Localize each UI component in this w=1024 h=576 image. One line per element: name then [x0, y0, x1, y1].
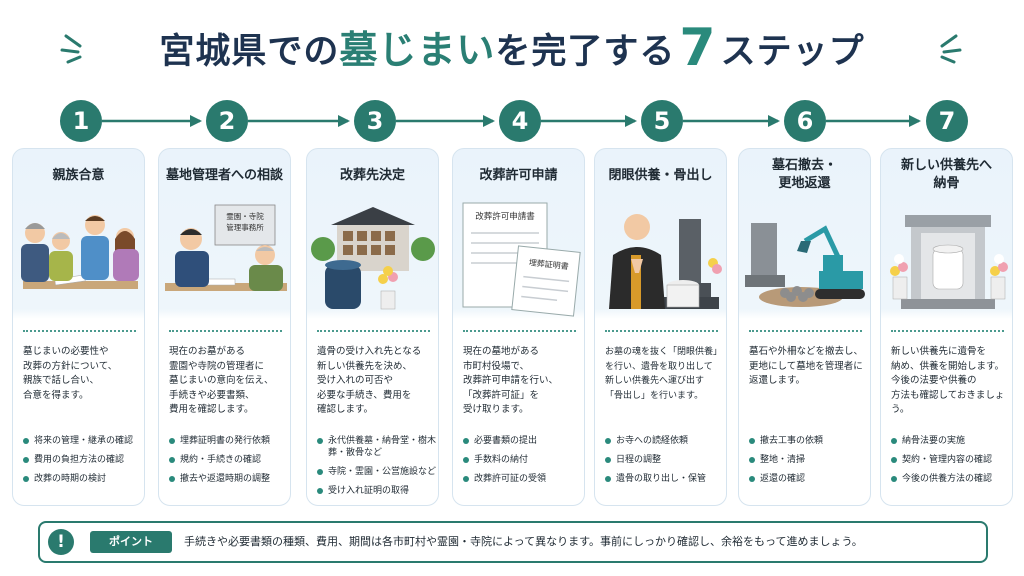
list-item: 今後の供養方法の確認 — [891, 473, 1012, 485]
list-item: 受け入れ証明の取得 — [317, 485, 438, 497]
steps-connector — [102, 115, 921, 127]
step-number-5: 5 — [641, 100, 683, 142]
card-description: 遺骨の受け入れ先となる 新しい供養先を決め、 受け入れの可否や 必要な手続き、費… — [317, 346, 422, 415]
new-grave-icon — [890, 215, 1008, 309]
office-sign-line-2: 管理事務所 — [226, 222, 264, 232]
step-number-4: 4 — [499, 100, 541, 142]
card-checklist: 撤去工事の依頼 整地・清掃 返還の確認 — [749, 435, 870, 492]
card-description: 墓じまいの必要性や 改葬の方針について、 親族で話し合い、 合意を得ます。 — [23, 346, 118, 401]
card-title: 改葬先決定 — [339, 168, 405, 183]
list-item: 日程の調整 — [605, 454, 726, 466]
step-number-7: 7 — [926, 100, 968, 142]
list-item: 改葬許可証の受領 — [463, 473, 584, 485]
step-card-6: 墓石撤去・ 更地返還 墓石や外柵などを撤去し、 更地にして墓地を管理者に 返還し… — [738, 148, 871, 506]
list-item: 返還の確認 — [749, 473, 870, 485]
family-discussion-icon — [21, 215, 139, 289]
card-title: 墓石撤去・ 更地返還 — [771, 158, 837, 191]
title-middle: を完了する — [495, 32, 676, 72]
step-card-2: 墓地管理者への相談 霊園・寺院 管理事務所 現在のお墓がある 霊園や寺院の管理者… — [158, 148, 291, 506]
list-item: 将来の管理・継承の確認 — [23, 435, 144, 447]
sparkle-left-icon — [60, 34, 82, 64]
point-note-box: ! ポイント 手続きや必要書類の種類、費用、期間は各市町村や霊園・寺院によって異… — [38, 521, 988, 563]
list-item: 規約・手続きの確認 — [169, 454, 290, 466]
card-separator — [169, 330, 282, 332]
card-separator — [891, 330, 1004, 332]
card-checklist: 納骨法要の実施 契約・管理内容の確認 今後の供養方法の確認 — [891, 435, 1012, 492]
step-number-3: 3 — [354, 100, 396, 142]
step-number-2: 2 — [206, 100, 248, 142]
card-checklist: 将来の管理・継承の確認 費用の負担方法の確認 改葬の時期の検討 — [23, 435, 144, 492]
doc-label-1: 改葬許可申請書 — [475, 211, 535, 222]
list-item: 整地・清掃 — [749, 454, 870, 466]
step-card-7: 新しい供養先へ 納骨 新しい供養先に遺骨を 納め、供養を開始します。 今後の法要… — [880, 148, 1013, 506]
card-separator — [749, 330, 862, 332]
list-item: 納骨法要の実施 — [891, 435, 1012, 447]
card-title: 新しい供養先へ 納骨 — [900, 158, 992, 191]
card-separator — [23, 330, 136, 332]
title-suffix: ステップ — [720, 32, 865, 72]
documents-icon: 改葬許可申請書 埋葬証明書 — [462, 202, 581, 317]
columbarium-icon — [311, 207, 435, 310]
exclamation-icon: ! — [48, 529, 74, 555]
card-separator — [317, 330, 430, 332]
card-description: お墓の魂を抜く「閉眼供養」 を行い、遺骨を取り出して 新しい供養先へ運び出す 「… — [605, 347, 723, 401]
list-item: 撤去工事の依頼 — [749, 435, 870, 447]
list-item: 寺院・霊園・公営施設など — [317, 466, 438, 478]
list-item: 契約・管理内容の確認 — [891, 454, 1012, 466]
excavator-icon — [745, 223, 865, 307]
step-card-1: 親族合意 墓じまいの必要性や 改葬の方針について、 親族で話し合い、 合意を得ま… — [12, 148, 145, 506]
card-description: 墓石や外柵などを撤去し、 更地にして墓地を管理者に 返還します。 — [749, 346, 864, 386]
point-label: ポイント — [90, 531, 172, 553]
card-title: 親族合意 — [52, 168, 105, 183]
office-consultation-icon: 霊園・寺院 管理事務所 — [165, 204, 287, 291]
card-checklist: お寺への読経依頼 日程の調整 遺骨の取り出し・保管 — [605, 435, 726, 492]
card-description: 新しい供養先に遺骨を 納め、供養を開始します。 今後の法要や供養の 方法も確認し… — [891, 346, 1005, 415]
point-text: 手続きや必要書類の種類、費用、期間は各市町村や霊園・寺院によって異なります。事前… — [184, 535, 863, 548]
sparkle-right-icon — [940, 34, 962, 64]
card-title: 墓地管理者への相談 — [165, 168, 283, 183]
list-item: 必要書類の提出 — [463, 435, 584, 447]
list-item: 埋葬証明書の発行依頼 — [169, 435, 290, 447]
card-description: 現在の墓地がある 市町村役場で、 改葬許可申請を行い、 「改葬許可証」を 受け取… — [463, 346, 559, 415]
office-sign-line-1: 霊園・寺院 — [226, 211, 264, 221]
card-checklist: 必要書類の提出 手数料の納付 改葬許可証の受領 — [463, 435, 584, 492]
list-item: 遺骨の取り出し・保管 — [605, 473, 726, 485]
step-card-3: 改葬先決定 遺骨の受け入れ先となる 新しい供養先を決め、 受け入れの可否や 必要… — [306, 148, 439, 506]
step-card-4: 改葬許可申請 改葬許可申請書 埋葬証明書 現在の墓地がある 市町村役場で、 改葬… — [452, 148, 585, 506]
list-item: 費用の負担方法の確認 — [23, 454, 144, 466]
card-separator — [605, 330, 718, 332]
list-item: 手数料の納付 — [463, 454, 584, 466]
list-item: お寺への読経依頼 — [605, 435, 726, 447]
card-checklist: 永代供養墓・納骨堂・樹木葬・散骨など 寺院・霊園・公営施設など 受け入れ証明の取… — [317, 435, 438, 504]
step-number-6: 6 — [784, 100, 826, 142]
card-title: 閉眼供養・骨出し — [608, 168, 713, 183]
list-item: 撤去や返還時期の調整 — [169, 473, 290, 485]
card-title: 改葬許可申請 — [479, 168, 558, 183]
title-number: 7 — [679, 18, 717, 78]
card-description: 現在のお墓がある 霊園や寺院の管理者に 墓じまいの意向を伝え、 手続きや必要書類… — [169, 346, 274, 415]
card-separator — [463, 330, 576, 332]
card-checklist: 埋葬証明書の発行依頼 規約・手続きの確認 撤去や返還時期の調整 — [169, 435, 290, 492]
title-highlight: 墓じまい — [339, 28, 496, 72]
list-item: 改葬の時期の検討 — [23, 473, 144, 485]
step-card-5: 閉眼供養・骨出し お墓の魂を抜く「閉眼供養」 を行い、遺骨を取り出して 新しい供… — [594, 148, 727, 506]
title-prefix: 宮城県での — [159, 32, 340, 72]
monk-praying-icon — [609, 214, 722, 309]
list-item: 永代供養墓・納骨堂・樹木葬・散骨など — [317, 435, 438, 459]
doc-label-2: 埋葬証明書 — [528, 257, 569, 271]
step-number-1: 1 — [60, 100, 102, 142]
